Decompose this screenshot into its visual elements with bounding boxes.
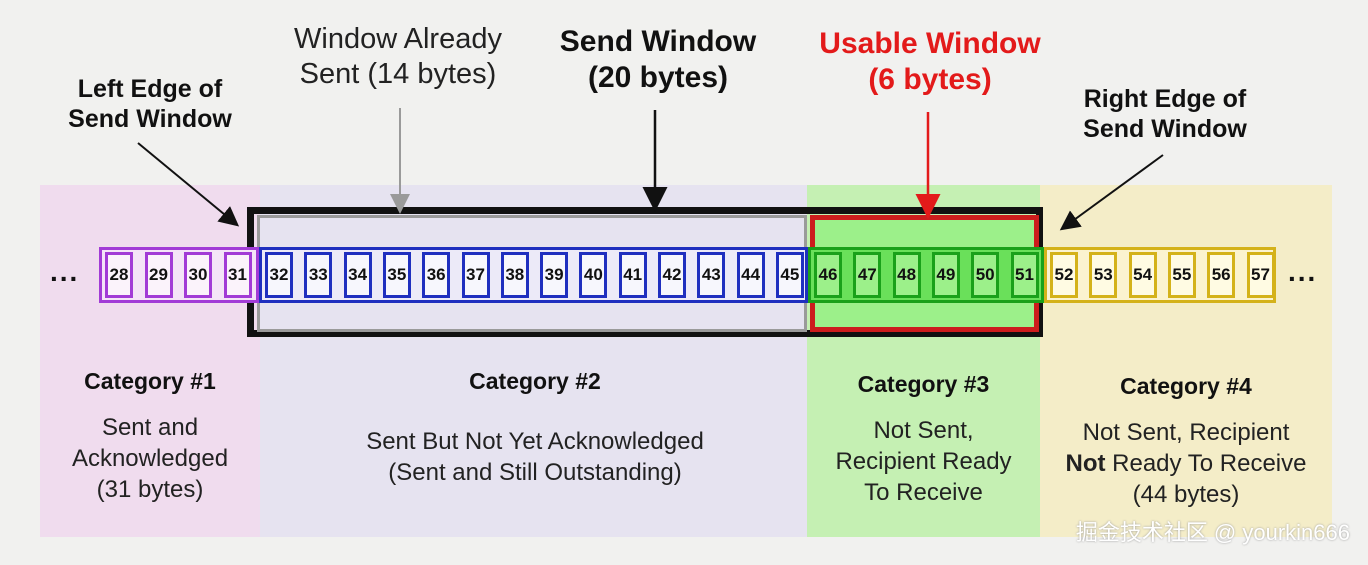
byte-cell-28: 28 [105,252,133,298]
byte-cell-38: 38 [500,252,529,298]
byte-cell-39: 39 [540,252,569,298]
byte-cell-52: 52 [1050,252,1078,298]
window-already-sent-line-2: Sent (14 bytes) [299,57,497,90]
byte-cell-55: 55 [1167,252,1196,298]
usable-window-line-2: (6 bytes) [868,63,992,96]
byte-cell-54: 54 [1128,252,1157,298]
byte-cell-48: 48 [892,252,921,298]
category-4-line-3: (44 bytes) [1132,480,1240,508]
category-4-line-2-rest: Ready To Receive [1105,449,1307,477]
category-2-band [260,185,807,537]
category-4-strip [1044,247,1276,303]
byte-cell-51: 51 [1010,252,1039,298]
left-edge-arrow [137,142,240,227]
byte-cell-46: 46 [814,252,842,298]
category-3-text: Category #3 Not Sent, Recipient Ready To… [807,371,1040,508]
window-already-sent-line-1: Window Already [294,23,502,55]
window-already-sent-label: Window Already Sent (14 bytes) [258,22,538,92]
category-2-text: Category #2 Sent But Not Yet Acknowledge… [300,368,770,488]
right-edge-label: Right Edge of Send Window [1055,84,1275,144]
category-1-band [40,185,260,537]
category-4-band [1040,185,1332,537]
byte-cell-45: 45 [775,252,804,298]
category-4-not-emphasis: Not [1065,449,1106,477]
category-4-text: Category #4 Not Sent, Recipient Not Read… [1040,373,1332,510]
byte-cell-30: 30 [184,252,212,298]
byte-cell-47: 47 [853,252,882,298]
category-2-title: Category #2 [469,368,601,394]
category-4-line-1: Not Sent, Recipient [1082,418,1290,446]
category-3-line-1: Not Sent, [873,416,974,444]
left-edge-label: Left Edge of Send Window [40,74,260,134]
byte-cell-36: 36 [422,252,451,298]
byte-cell-37: 37 [461,252,490,298]
right-edge-line-2: Send Window [1083,115,1247,143]
category-1-line-2: Acknowledged [71,444,229,472]
left-edge-line-1: Left Edge of [77,75,223,103]
byte-cell-56: 56 [1207,252,1236,298]
category-1-line-1: Sent and [101,413,199,441]
byte-cell-34: 34 [343,252,372,298]
category-4-title: Category #4 [1120,373,1252,399]
send-window-label: Send Window (20 bytes) [538,24,778,96]
send-window-line-1: Send Window [559,25,757,58]
right-edge-arrow [1059,154,1164,231]
category-3-line-2: Recipient Ready [835,447,1012,475]
byte-cell-31: 31 [223,252,252,298]
usable-window-line-1: Usable Window [819,27,1041,60]
category-3-strip [808,247,1044,303]
byte-cell-42: 42 [658,252,686,298]
category-3-line-3: To Receive [864,478,983,506]
byte-cell-32: 32 [265,252,293,298]
send-window-line-2: (20 bytes) [587,61,729,94]
usable-window-label: Usable Window (6 bytes) [800,26,1060,98]
byte-cell-43: 43 [697,252,726,298]
category-2-line-2: (Sent and Still Outstanding) [388,458,682,486]
right-edge-line-1: Right Edge of [1083,85,1247,113]
byte-cell-35: 35 [382,252,411,298]
byte-cell-57: 57 [1246,252,1275,298]
byte-cell-40: 40 [579,252,608,298]
left-edge-line-2: Send Window [68,105,232,133]
category-1-text: Category #1 Sent and Acknowledged (31 by… [40,368,260,505]
byte-cell-53: 53 [1089,252,1118,298]
ellipsis-right: ... [1288,256,1318,287]
category-4-line-2: Not Ready To Receive [1040,448,1332,479]
byte-cell-50: 50 [971,252,1000,298]
byte-cell-29: 29 [144,252,173,298]
category-3-title: Category #3 [857,371,990,397]
category-2-line-1: Sent But Not Yet Acknowledged [366,427,704,455]
byte-cell-33: 33 [304,252,333,298]
byte-cell-41: 41 [618,252,647,298]
byte-cell-49: 49 [931,252,960,298]
category-1-title: Category #1 [84,368,216,394]
watermark: 掘金技术社区 @ yourkin666 [1075,520,1350,545]
ellipsis-left: ... [50,256,80,287]
byte-cell-44: 44 [736,252,765,298]
category-1-line-3: (31 bytes) [96,475,204,503]
